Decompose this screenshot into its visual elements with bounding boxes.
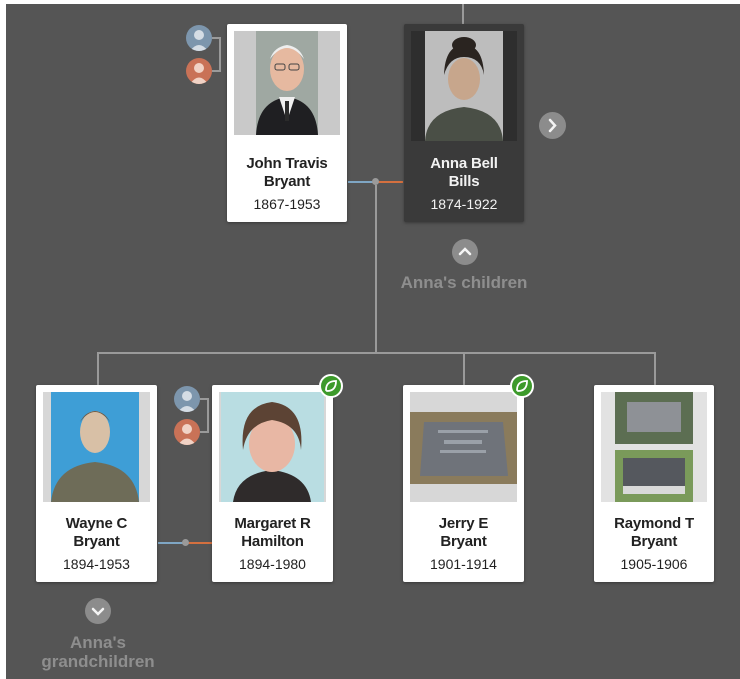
parent-icon-bracket bbox=[200, 431, 208, 433]
children-section-label: Anna's children bbox=[400, 273, 528, 292]
person-card-john-travis-bryant[interactable]: John Travis Bryant 1867-1953 bbox=[227, 24, 347, 222]
person-dates: 1894-1980 bbox=[239, 556, 306, 572]
person-dates: 1901-1914 bbox=[430, 556, 497, 572]
spouse-connector-male bbox=[348, 181, 376, 183]
chevron-up-icon bbox=[458, 247, 472, 256]
chevron-down-icon bbox=[91, 607, 105, 616]
person-name: Anna Bell Bills bbox=[430, 155, 498, 190]
person-card-jerry-e-bryant[interactable]: Jerry E Bryant 1901-1914 bbox=[403, 385, 524, 582]
parent-icon-bracket bbox=[207, 398, 209, 433]
person-name: Wayne C Bryant bbox=[65, 515, 128, 550]
parent-icon-bracket bbox=[200, 398, 208, 400]
person-dates: 1874-1922 bbox=[430, 196, 498, 212]
portrait-photo bbox=[219, 392, 326, 502]
person-name: Jerry E Bryant bbox=[438, 515, 489, 550]
grandchildren-section-label: Anna's grandchildren bbox=[41, 633, 155, 671]
spouse-connector-female bbox=[376, 181, 403, 183]
expand-parents-button[interactable] bbox=[539, 112, 566, 139]
connector-parents-down bbox=[375, 185, 377, 353]
collapse-children-button[interactable] bbox=[452, 239, 478, 265]
spouse-connector-child-female bbox=[186, 542, 213, 544]
person-card-wayne-c-bryant[interactable]: Wayne C Bryant 1894-1953 bbox=[36, 385, 157, 582]
person-card-raymond-t-bryant[interactable]: Raymond T Bryant 1905-1906 bbox=[594, 385, 714, 582]
person-dates: 1905-1906 bbox=[620, 556, 688, 572]
person-name: Margaret R Hamilton bbox=[234, 515, 311, 550]
person-name: John Travis Bryant bbox=[246, 155, 328, 190]
person-card-margaret-r-hamilton[interactable]: Margaret R Hamilton 1894-1980 bbox=[212, 385, 333, 582]
spouse-connector-child-male bbox=[158, 542, 186, 544]
portrait-photo bbox=[411, 31, 517, 141]
portrait-photo bbox=[43, 392, 150, 502]
children-horizontal-line bbox=[98, 352, 656, 354]
parent-icon-bracket bbox=[219, 37, 221, 72]
portrait-photo bbox=[234, 31, 340, 135]
male-parent-icon[interactable] bbox=[186, 25, 212, 51]
headstone-photo bbox=[601, 392, 707, 502]
leaf-hint-icon bbox=[516, 380, 528, 392]
hint-badge[interactable] bbox=[319, 374, 343, 398]
drop-line-child-4 bbox=[654, 352, 656, 385]
headstone-photo bbox=[410, 392, 517, 502]
parent-icon-bracket bbox=[212, 37, 220, 39]
person-name: Raymond T Bryant bbox=[614, 515, 694, 550]
spouse-connector-child-dot bbox=[182, 539, 189, 546]
family-tree-canvas[interactable]: John Travis Bryant 1867-1953 Anna Bell B… bbox=[6, 4, 740, 679]
person-card-anna-bell-bills[interactable]: Anna Bell Bills 1874-1922 bbox=[404, 24, 524, 222]
parent-icon-bracket bbox=[212, 70, 220, 72]
female-parent-icon[interactable] bbox=[174, 419, 200, 445]
chevron-right-icon bbox=[548, 118, 557, 133]
female-parent-icon[interactable] bbox=[186, 58, 212, 84]
leaf-hint-icon bbox=[325, 380, 337, 392]
drop-line-child-1 bbox=[97, 352, 99, 385]
person-dates: 1867-1953 bbox=[253, 196, 321, 212]
person-dates: 1894-1953 bbox=[63, 556, 130, 572]
expand-grandchildren-button[interactable] bbox=[85, 598, 111, 624]
male-parent-icon[interactable] bbox=[174, 386, 200, 412]
spouse-connector-dot bbox=[372, 178, 379, 185]
drop-line-child-3 bbox=[463, 352, 465, 385]
hint-badge[interactable] bbox=[510, 374, 534, 398]
connector-up bbox=[462, 4, 464, 24]
